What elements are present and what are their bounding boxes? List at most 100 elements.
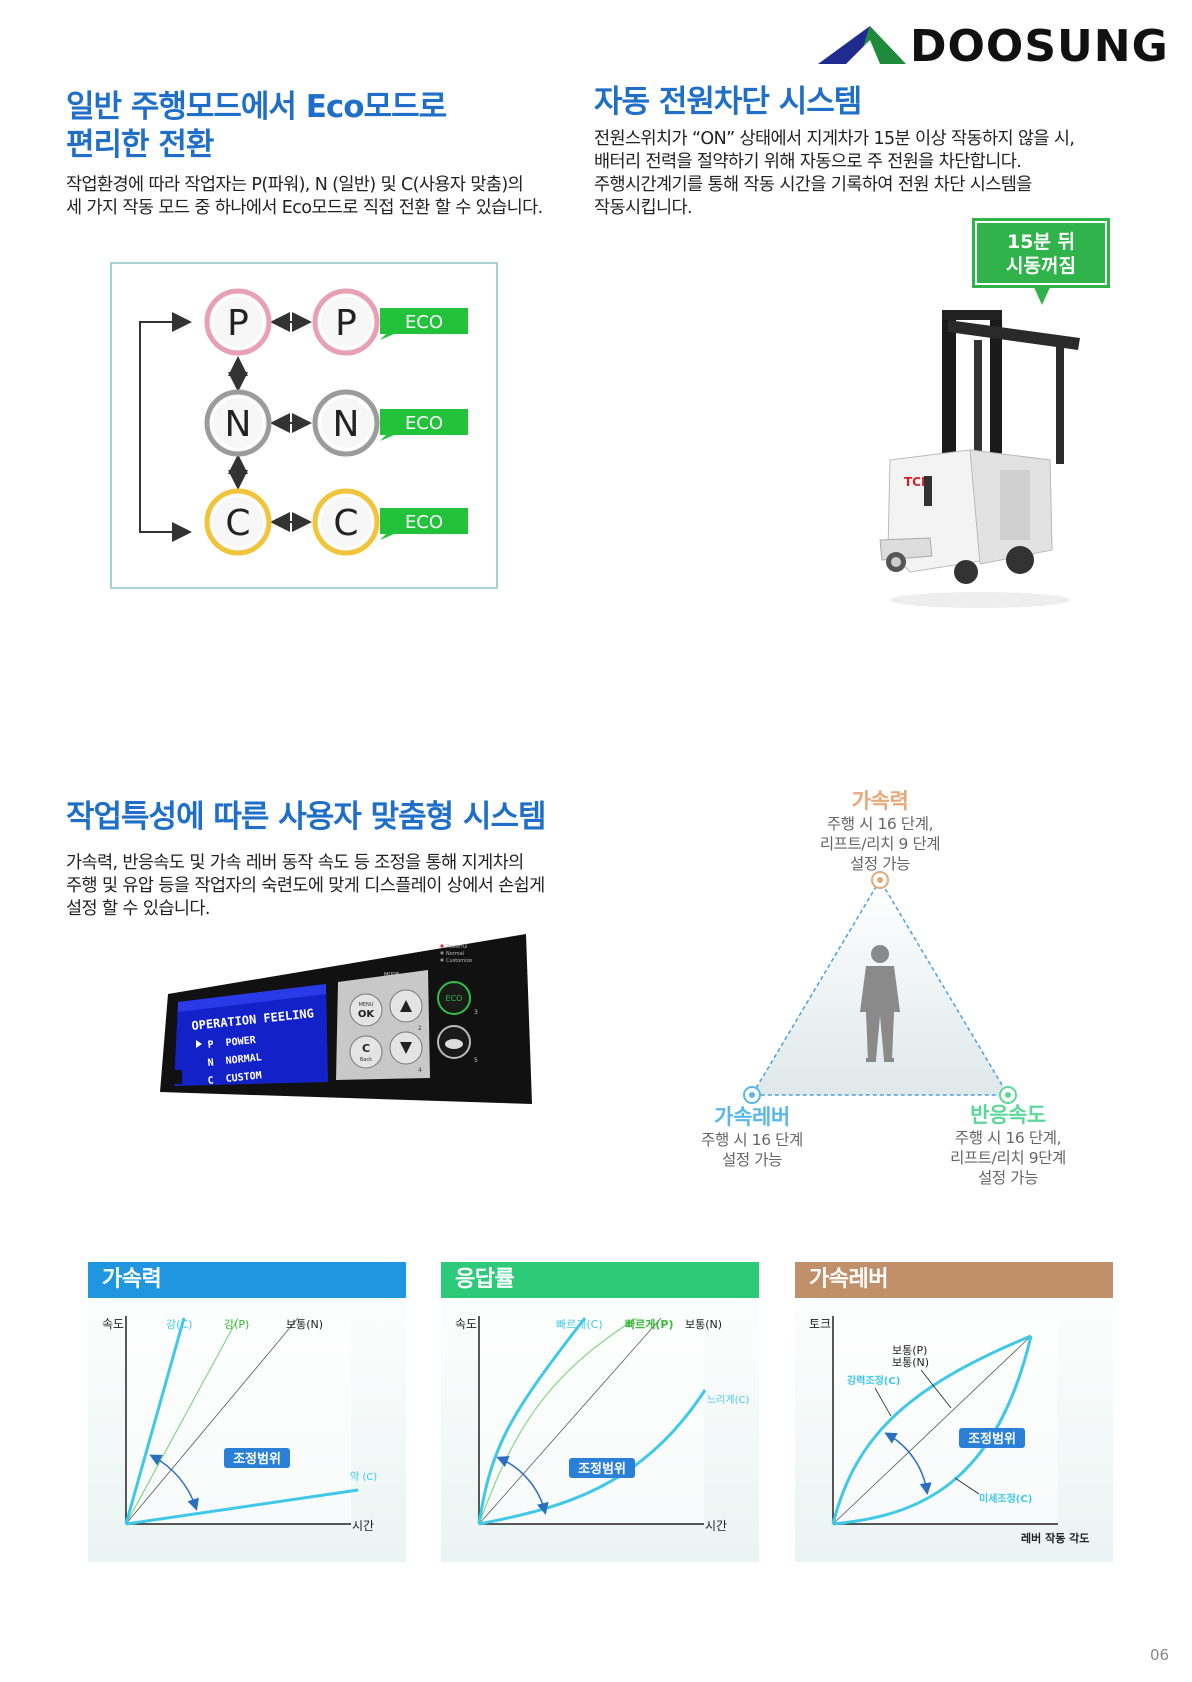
doosung-logo: DOOSUNG xyxy=(818,22,1168,72)
response-slow-c-label: 느리게(C) xyxy=(707,1394,749,1406)
eco-body-line2: 세 가지 작동 모드 중 하나에서 Eco모드로 직접 전환 할 수 있습니다. xyxy=(66,198,543,218)
back-button[interactable] xyxy=(349,1035,383,1069)
menu-label: MENU xyxy=(359,1002,374,1008)
tri-right-line1: 주행 시 16 단계, xyxy=(954,1129,1062,1147)
accel-strong-p-line xyxy=(125,1317,239,1525)
triangle-top-label: 가속력 주행 시 16 단계, 리프트/리치 9 단계 설정 가능 xyxy=(750,788,1010,874)
lever-strong-adj-label: 강력조정(C) xyxy=(847,1374,900,1387)
screen-item-normal: NORMAL xyxy=(225,1052,262,1067)
panel-screen xyxy=(174,984,328,1086)
forklift-image: TCM xyxy=(870,310,1090,610)
eco-button-label: ECO xyxy=(446,994,463,1003)
num-4: 4 xyxy=(418,1067,422,1074)
accel-range-label: 조정범위 xyxy=(233,1451,281,1467)
num-5: 5 xyxy=(474,1057,478,1064)
lever-graph-card: 가속레버 조정범위 토크 보통(P) 보통(N) 강력조정(C) 미세조정(C)… xyxy=(795,1262,1113,1562)
screen-item-p-key: P xyxy=(207,1039,214,1051)
mode-n-eco-letter: N xyxy=(333,404,360,445)
tri-top-line2: 리프트/리치 9 단계 xyxy=(819,835,941,853)
custom-body-line3: 설정 할 수 있습니다. xyxy=(66,899,210,919)
mode-p-eco-letter: P xyxy=(335,303,357,344)
mode-c-letter: C xyxy=(225,503,250,544)
power-body-line3: 주행시간계기를 통해 작동 시간을 기록하여 전원 차단 시스템을 xyxy=(594,175,1032,195)
response-range-label: 조정범위 xyxy=(578,1461,626,1477)
response-graph-card: 응답률 조정범위 속도 빠르게(C) 빠르게(P) 보통(N) 느리게(C) 시… xyxy=(441,1262,759,1562)
triangle-right-label: 반응속도 주행 시 16 단계, 리프트/리치 9단계 설정 가능 xyxy=(928,1102,1088,1188)
custom-section-body: 가속력, 반응속도 및 가속 레버 동작 속도 등 조정을 통해 지게차의 주행… xyxy=(66,852,545,921)
eco-tag-label-n: ECO xyxy=(405,413,443,434)
mode-loop-arrow xyxy=(139,321,192,542)
arrow-up-icon xyxy=(400,1000,412,1012)
response-graph: 조정범위 속도 빠르게(C) 빠르게(P) 보통(N) 느리게(C) 시간 xyxy=(455,1316,749,1533)
mode-n-circle xyxy=(204,389,272,457)
accel-strong-p-label: 강(P) xyxy=(224,1318,249,1331)
response-fast-p-label: 빠르게(P) xyxy=(625,1317,673,1331)
power-section-body: 전원스위치가 “ON” 상태에서 지게차가 15분 이상 작동하지 않을 시, … xyxy=(594,128,1075,220)
screen-item-custom: CUSTOM xyxy=(225,1070,262,1085)
custom-body-line1: 가속력, 반응속도 및 가속 레버 동작 속도 등 조정을 통해 지게차의 xyxy=(66,853,524,873)
eco-title-line1: 일반 주행모드에서 Eco모드로 xyxy=(66,89,447,125)
mode-label: MODE xyxy=(384,972,399,978)
accel-graph-header: 가속력 xyxy=(88,1262,406,1298)
accel-graph: 조정범위 속도 강(C) 강(P) 보통(N) 약 (C) 시간 xyxy=(102,1316,377,1533)
timer-callout-bubble: 15분 뒤 시동꺼짐 xyxy=(972,218,1110,305)
accel-strong-c-label: 강(C) xyxy=(166,1318,192,1331)
forklift-icon: TCM xyxy=(879,310,1080,608)
customization-triangle: 가속력 주행 시 16 단계, 리프트/리치 9 단계 설정 가능 가속레버 주… xyxy=(690,780,1090,1200)
accel-ylabel: 속도 xyxy=(102,1317,124,1331)
custom-section-title: 작업특성에 따른 사용자 맞춤형 시스템 xyxy=(66,799,546,835)
tri-right-line3: 설정 가능 xyxy=(978,1169,1038,1187)
mode-p-eco-circle xyxy=(312,288,380,356)
operator-silhouette-icon xyxy=(860,945,900,1062)
tri-right-head: 반응속도 xyxy=(970,1103,1046,1127)
tri-top-line3: 설정 가능 xyxy=(850,855,910,873)
eco-tag-label-p: ECO xyxy=(405,312,443,333)
eco-body-line1: 작업환경에 따라 작업자는 P(파워), N (일반) 및 C(사용자 맞춤)의 xyxy=(66,175,524,195)
num-3: 3 xyxy=(474,1009,478,1016)
eco-tag-n xyxy=(380,409,468,441)
lever-ylabel: 토크 xyxy=(809,1317,831,1331)
num-2: 2 xyxy=(418,1025,422,1032)
tri-left-line2: 설정 가능 xyxy=(722,1151,782,1169)
mode-powerful: Powerful xyxy=(446,944,467,950)
logo-wordmark: DOOSUNG xyxy=(910,21,1169,72)
tri-top-line1: 주행 시 16 단계, xyxy=(826,815,934,833)
lever-fine-line xyxy=(832,1335,1033,1526)
tri-left-line1: 주행 시 16 단계 xyxy=(701,1131,803,1149)
eco-tag-c xyxy=(380,508,468,540)
arrow-down-icon xyxy=(400,1042,412,1054)
lever-range-label: 조정범위 xyxy=(968,1431,1016,1447)
tri-left-head: 가속레버 xyxy=(714,1105,790,1129)
back-label: Back xyxy=(360,1057,372,1063)
mode-normal: Normal xyxy=(446,951,464,957)
power-body-line2: 배터리 전력을 절약하기 위해 자동으로 주 전원을 차단합니다. xyxy=(594,152,1022,172)
eco-section-title: 일반 주행모드에서 Eco모드로 편리한 전환 xyxy=(66,88,447,164)
screen-item-c-key: C xyxy=(207,1075,214,1087)
screen-item-power: POWER xyxy=(225,1035,257,1049)
lever-strong-line xyxy=(831,1334,1032,1525)
lever-graph-header: 가속레버 xyxy=(795,1262,1113,1298)
mode-customize: Customize xyxy=(446,958,472,964)
ok-label: OK xyxy=(358,1009,376,1020)
eco-section-body: 작업환경에 따라 작업자는 P(파워), N (일반) 및 C(사용자 맞춤)의… xyxy=(66,174,543,220)
power-body-line4: 작동시킵니다. xyxy=(594,198,693,218)
response-xlabel: 시간 xyxy=(705,1519,727,1533)
mode-p-circle xyxy=(204,288,272,356)
accel-normal-label: 보통(N) xyxy=(286,1318,323,1331)
turtle-icon xyxy=(445,1039,463,1049)
mode-c-eco-letter: C xyxy=(333,503,358,544)
lever-fine-adj-label: 미세조정(C) xyxy=(979,1492,1032,1505)
accel-graph-card: 가속력 조정범위 속도 강(C) 강(P) 보통(N) 약 (C) 시간 xyxy=(88,1262,406,1562)
accel-xlabel: 시간 xyxy=(352,1519,374,1533)
eco-tag-label-c: ECO xyxy=(405,512,443,533)
mode-n-eco-circle xyxy=(312,389,380,457)
lever-normal-n-label: 보통(N) xyxy=(892,1356,929,1369)
response-fast-p-line xyxy=(478,1317,638,1525)
eco-button[interactable] xyxy=(437,981,471,1015)
operation-display-panel: OPERATION FEELING P POWER N NORMAL C CUS… xyxy=(160,928,532,1114)
power-body-line1: 전원스위치가 “ON” 상태에서 지게차가 15분 이상 작동하지 않을 시, xyxy=(594,129,1075,149)
response-graph-header: 응답률 xyxy=(441,1262,759,1298)
response-slow-c-line xyxy=(478,1389,707,1526)
menu-ok-button[interactable] xyxy=(349,993,383,1027)
mode-n-letter: N xyxy=(225,404,252,445)
